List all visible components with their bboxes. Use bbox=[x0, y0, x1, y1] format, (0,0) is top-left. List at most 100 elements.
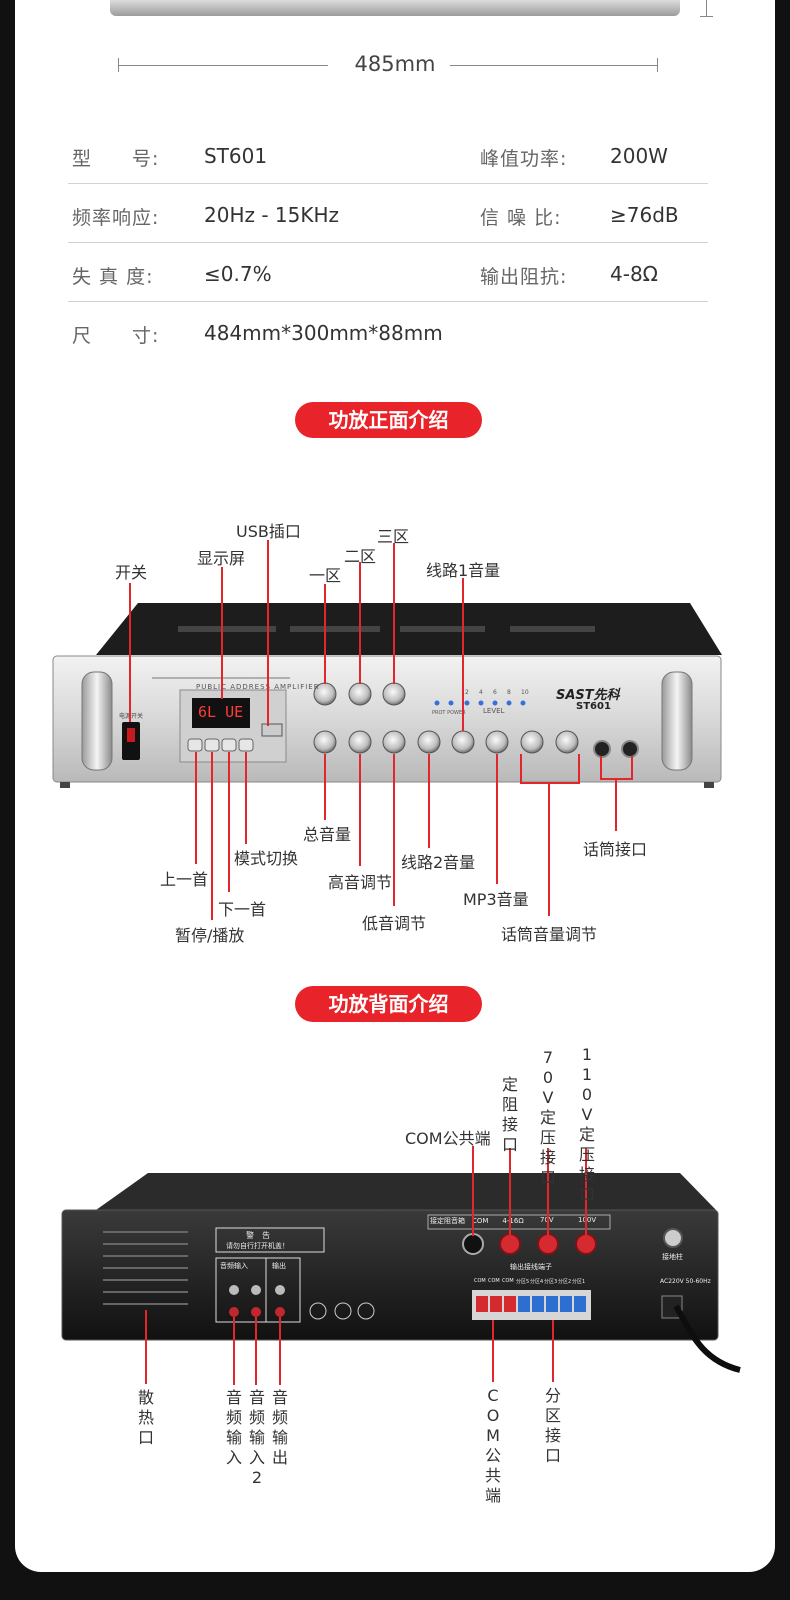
spec-label-peak-power: 峰值功率: bbox=[480, 148, 568, 170]
panel-level-text: LEVEL bbox=[483, 707, 505, 715]
label-display: 显示屏 bbox=[197, 549, 246, 568]
leader-treble bbox=[359, 754, 361, 866]
leader-110v bbox=[585, 1148, 587, 1236]
leader-com-top bbox=[472, 1146, 474, 1236]
panel-level-mark: 8 bbox=[507, 689, 511, 696]
label-play-pause: 暂停/播放 bbox=[175, 926, 245, 945]
panel-brand: SAST先科 bbox=[556, 688, 620, 703]
panel-level-mark: 10 bbox=[521, 689, 529, 696]
panel-audio-out-text: 输出 bbox=[272, 1262, 286, 1270]
leader-mode bbox=[245, 752, 247, 844]
panel-speaker-text: 接定阻音箱 COM 4-16Ω bbox=[430, 1217, 524, 1225]
leader-usb bbox=[267, 540, 269, 726]
label-bass: 低音调节 bbox=[362, 914, 427, 933]
leader-prev bbox=[195, 752, 197, 864]
dimension-line-right bbox=[450, 65, 658, 66]
leader-zone2 bbox=[359, 562, 361, 684]
height-dimension-tick bbox=[706, 0, 707, 16]
spec-value-impedance: 4-8Ω bbox=[610, 262, 658, 286]
label-mode: 模式切换 bbox=[234, 849, 299, 868]
panel-switch-text: 电源开关 bbox=[119, 713, 144, 720]
spec-row: 尺 寸: 484mm*300mm*88mm bbox=[68, 303, 708, 361]
label-heat-sink: 散热口 bbox=[137, 1388, 154, 1447]
leader-mic-jack-b bbox=[631, 756, 633, 779]
dimension-line-left bbox=[118, 65, 328, 66]
label-audio-out: 音频输出 bbox=[271, 1388, 288, 1467]
leader-zone3 bbox=[393, 543, 395, 684]
spec-label-snr: 信 噪 比: bbox=[480, 207, 562, 229]
panel-power-text: PROT POWER bbox=[432, 710, 466, 716]
leader-mic-volume-a bbox=[520, 754, 522, 784]
leader-audio-in1 bbox=[233, 1317, 235, 1385]
panel-level-mark: 2 bbox=[465, 689, 469, 696]
spec-label-impedance: 输出阻抗: bbox=[480, 266, 568, 288]
label-zone2: 二区 bbox=[344, 547, 377, 566]
panel-header-text: PUBLIC ADDRESS AMPLIFIER bbox=[196, 683, 320, 691]
panel-terminal-mark: 分区1 bbox=[572, 1279, 586, 1285]
panel-terminal-text: 输出接线端子 bbox=[510, 1263, 552, 1271]
spec-value-model: ST601 bbox=[204, 144, 268, 168]
spec-value-size: 484mm*300mm*88mm bbox=[204, 321, 443, 345]
leader-mic-volume-bar bbox=[520, 782, 580, 784]
label-line2-volume: 线路2音量 bbox=[401, 853, 476, 872]
leader-switch bbox=[129, 583, 131, 722]
spec-row: 频率响应: 20Hz - 15KHz 信 噪 比: ≥76dB bbox=[68, 185, 708, 243]
label-com-top: COM公共端 bbox=[405, 1129, 491, 1148]
panel-model: ST601 bbox=[576, 701, 611, 712]
panel-ac-text: AC220V 50-60Hz bbox=[660, 1278, 711, 1285]
back-section-title: 功放背面介绍 bbox=[295, 986, 482, 1022]
dimension-tick-right bbox=[657, 58, 658, 72]
leader-display bbox=[221, 567, 223, 699]
spec-row: 失 真 度: ≤0.7% 输出阻抗: 4-8Ω bbox=[68, 244, 708, 302]
leader-mic-volume-b bbox=[578, 754, 580, 784]
panel-100v-text: 100V bbox=[578, 1216, 597, 1224]
front-section-title: 功放正面介绍 bbox=[295, 402, 482, 438]
leader-zone1 bbox=[324, 584, 326, 684]
label-treble: 高音调节 bbox=[328, 873, 393, 892]
leader-70v bbox=[547, 1148, 549, 1236]
panel-warning-title: 警 告 bbox=[246, 1231, 270, 1240]
panel-terminal-mark: 分区4 bbox=[530, 1279, 544, 1285]
panel-display-text: 6L UE bbox=[198, 703, 244, 721]
label-110v-port: 110V定压接口 bbox=[578, 1045, 595, 1204]
label-switch: 开关 bbox=[115, 563, 148, 582]
leader-line1 bbox=[462, 578, 464, 731]
label-mp3-volume: MP3音量 bbox=[463, 890, 529, 909]
dimension-tick-left bbox=[118, 58, 119, 72]
panel-terminal-mark: COM bbox=[502, 1278, 514, 1284]
leader-zone-port bbox=[552, 1320, 554, 1382]
label-usb: USB插口 bbox=[236, 522, 301, 541]
dimension-width-label: 485mm bbox=[354, 52, 436, 76]
leader-mic-volume bbox=[548, 784, 550, 916]
spec-value-snr: ≥76dB bbox=[610, 203, 679, 227]
spec-value-distortion: ≤0.7% bbox=[204, 262, 272, 286]
label-com-bottom: COM公共端 bbox=[484, 1386, 501, 1505]
label-70v-port: 70V定压接口 bbox=[539, 1048, 556, 1187]
leader-mic-jack-a bbox=[600, 756, 602, 779]
spec-row: 型 号: ST601 峰值功率: 200W bbox=[68, 126, 708, 184]
label-next: 下一首 bbox=[218, 900, 267, 919]
panel-audio-in-text: 音频输入 bbox=[220, 1262, 248, 1270]
label-prev: 上一首 bbox=[160, 870, 209, 889]
leader-master bbox=[324, 754, 326, 820]
leader-audio-in2 bbox=[255, 1317, 257, 1385]
panel-70v-text: 70V bbox=[540, 1216, 554, 1224]
spec-label-model: 型 号: bbox=[72, 148, 160, 170]
spec-value-frequency: 20Hz - 15KHz bbox=[204, 203, 340, 227]
leader-mic-jack bbox=[615, 779, 617, 831]
device-top-image bbox=[110, 0, 680, 16]
label-master-volume: 总音量 bbox=[303, 825, 352, 844]
panel-level-mark: 4 bbox=[479, 689, 483, 696]
panel-terminal-mark: 分区3 bbox=[544, 1279, 558, 1285]
panel-level-mark: 6 bbox=[493, 689, 497, 696]
panel-terminal-mark: 分区2 bbox=[558, 1279, 572, 1285]
panel-terminal-mark: COM bbox=[474, 1278, 486, 1284]
leader-com-bottom bbox=[492, 1320, 494, 1382]
label-line1-volume: 线路1音量 bbox=[426, 561, 501, 580]
label-mic-jack: 话筒接口 bbox=[583, 840, 648, 859]
panel-terminal-mark: COM bbox=[488, 1278, 500, 1284]
spec-value-peak-power: 200W bbox=[610, 144, 668, 168]
leader-heat-sink bbox=[145, 1310, 147, 1384]
label-zone3: 三区 bbox=[377, 527, 410, 546]
panel-terminal-mark: 分区5 bbox=[516, 1279, 530, 1285]
